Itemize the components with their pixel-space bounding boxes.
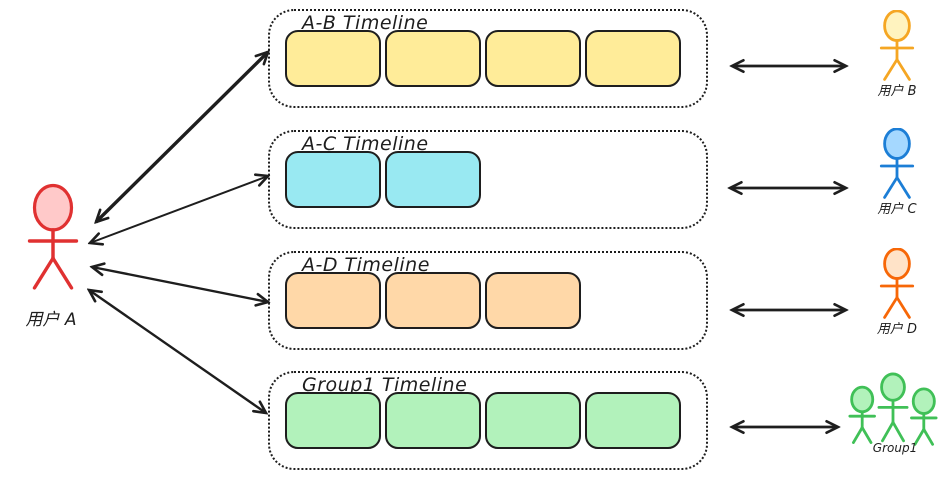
timeline-ab-label: A-B Timeline — [302, 12, 429, 34]
timeline-row-ac: A-C Timeline — [268, 130, 708, 229]
timeline-ac-label: A-C Timeline — [302, 133, 429, 155]
user-b-figure — [879, 10, 915, 81]
timeline-segment — [485, 392, 581, 449]
user-d-label: 用户 D — [876, 322, 918, 337]
arrow-a-to-ad-timeline — [92, 267, 268, 302]
timeline-row-ab: A-B Timeline — [268, 9, 708, 108]
timeline-segment — [485, 30, 581, 87]
timeline-segment — [385, 30, 481, 87]
timeline-segment — [585, 392, 681, 449]
timeline-segment — [585, 30, 681, 87]
timeline-segment — [285, 30, 381, 87]
timeline-ab-segments — [285, 30, 681, 87]
user-c-label: 用户 C — [877, 202, 917, 217]
arrow-a-to-ac-timeline — [90, 176, 268, 243]
arrow-a-to-ab-timeline — [96, 52, 268, 222]
timeline-segment — [285, 392, 381, 449]
timeline-ad-label: A-D Timeline — [302, 254, 430, 276]
group1-label: Group1 — [872, 441, 918, 455]
timeline-segment — [385, 151, 481, 208]
timeline-segment — [385, 272, 481, 329]
group1-figure — [848, 372, 938, 446]
arrow-a-to-group1-timeline — [89, 290, 266, 413]
timeline-ad-segments — [285, 272, 581, 329]
timeline-ac-segments — [285, 151, 481, 208]
user-d-figure — [879, 248, 915, 319]
timeline-segment — [485, 272, 581, 329]
user-a-figure — [27, 183, 79, 290]
user-a-label: 用户 A — [25, 310, 77, 330]
user-c-figure — [879, 128, 915, 199]
timeline-segment — [385, 392, 481, 449]
timeline-row-ad: A-D Timeline — [268, 251, 708, 350]
user-b-label: 用户 B — [877, 84, 917, 99]
timeline-group1-segments — [285, 392, 681, 449]
timeline-segment — [285, 151, 381, 208]
timeline-segment — [285, 272, 381, 329]
timeline-row-group1: Group1 Timeline — [268, 371, 708, 470]
timeline-group1-label: Group1 Timeline — [302, 374, 468, 396]
